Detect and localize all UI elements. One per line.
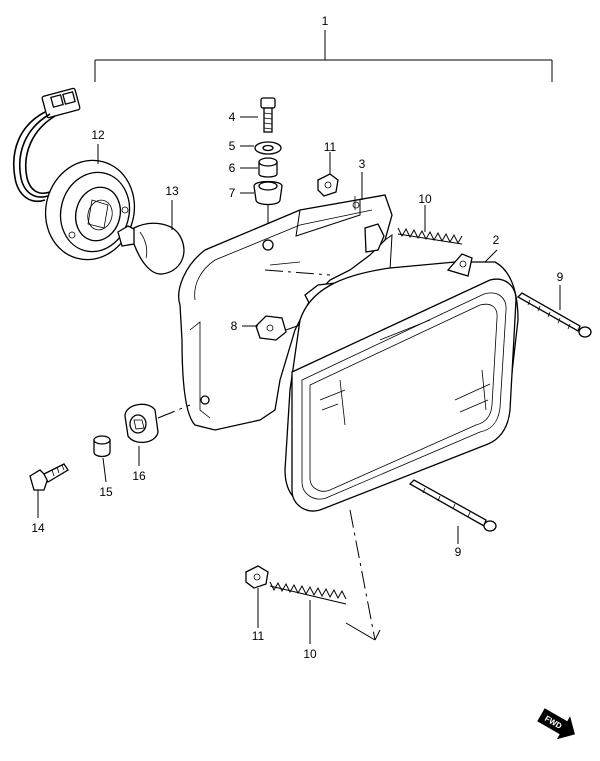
callout-5: 5 xyxy=(229,139,236,153)
bulb xyxy=(117,222,185,275)
nut-lower xyxy=(245,565,269,589)
grommet-top xyxy=(253,180,283,206)
callout-11-lower: 11 xyxy=(252,629,265,643)
callout-9-right: 9 xyxy=(557,270,564,284)
callout-15: 15 xyxy=(99,485,113,499)
callout-14: 14 xyxy=(31,521,45,535)
callout-4: 4 xyxy=(229,110,236,124)
spacer xyxy=(93,435,111,458)
callout-16: 16 xyxy=(132,469,146,483)
clip-nut xyxy=(255,315,287,341)
callout-9-lower: 9 xyxy=(455,545,462,559)
sealed-beam-lamp-unit xyxy=(284,253,519,512)
leader-lines xyxy=(37,116,561,644)
adjusting-screw-lower xyxy=(408,479,497,532)
bolt-mount xyxy=(29,463,69,491)
callout-10-top: 10 xyxy=(418,192,432,206)
adjusting-screw-right xyxy=(516,292,592,338)
collar xyxy=(258,157,278,178)
bulb-socket-with-connector xyxy=(13,87,136,261)
forward-direction-arrow: FWD xyxy=(537,708,575,740)
callout-11-top: 11 xyxy=(324,140,337,154)
nut-top xyxy=(317,173,339,197)
grommet-side xyxy=(124,403,159,443)
callout-12: 12 xyxy=(91,128,105,142)
washer xyxy=(254,141,282,155)
bolt-small xyxy=(260,97,276,133)
callout-13: 13 xyxy=(165,184,179,198)
callout-8: 8 xyxy=(231,319,238,333)
callout-10-lower: 10 xyxy=(303,647,317,661)
callout-1: 1 xyxy=(322,14,329,28)
callout-labels: 1 2 3 4 5 6 7 8 9 9 10 10 11 11 12 13 14… xyxy=(31,14,563,661)
assembly-bracket xyxy=(94,30,553,82)
callout-3: 3 xyxy=(359,157,366,171)
callout-2: 2 xyxy=(493,233,500,247)
callout-6: 6 xyxy=(229,161,236,175)
adjuster-spring-lower xyxy=(269,581,347,605)
callout-7: 7 xyxy=(229,186,236,200)
adjuster-spring-top xyxy=(397,227,463,245)
